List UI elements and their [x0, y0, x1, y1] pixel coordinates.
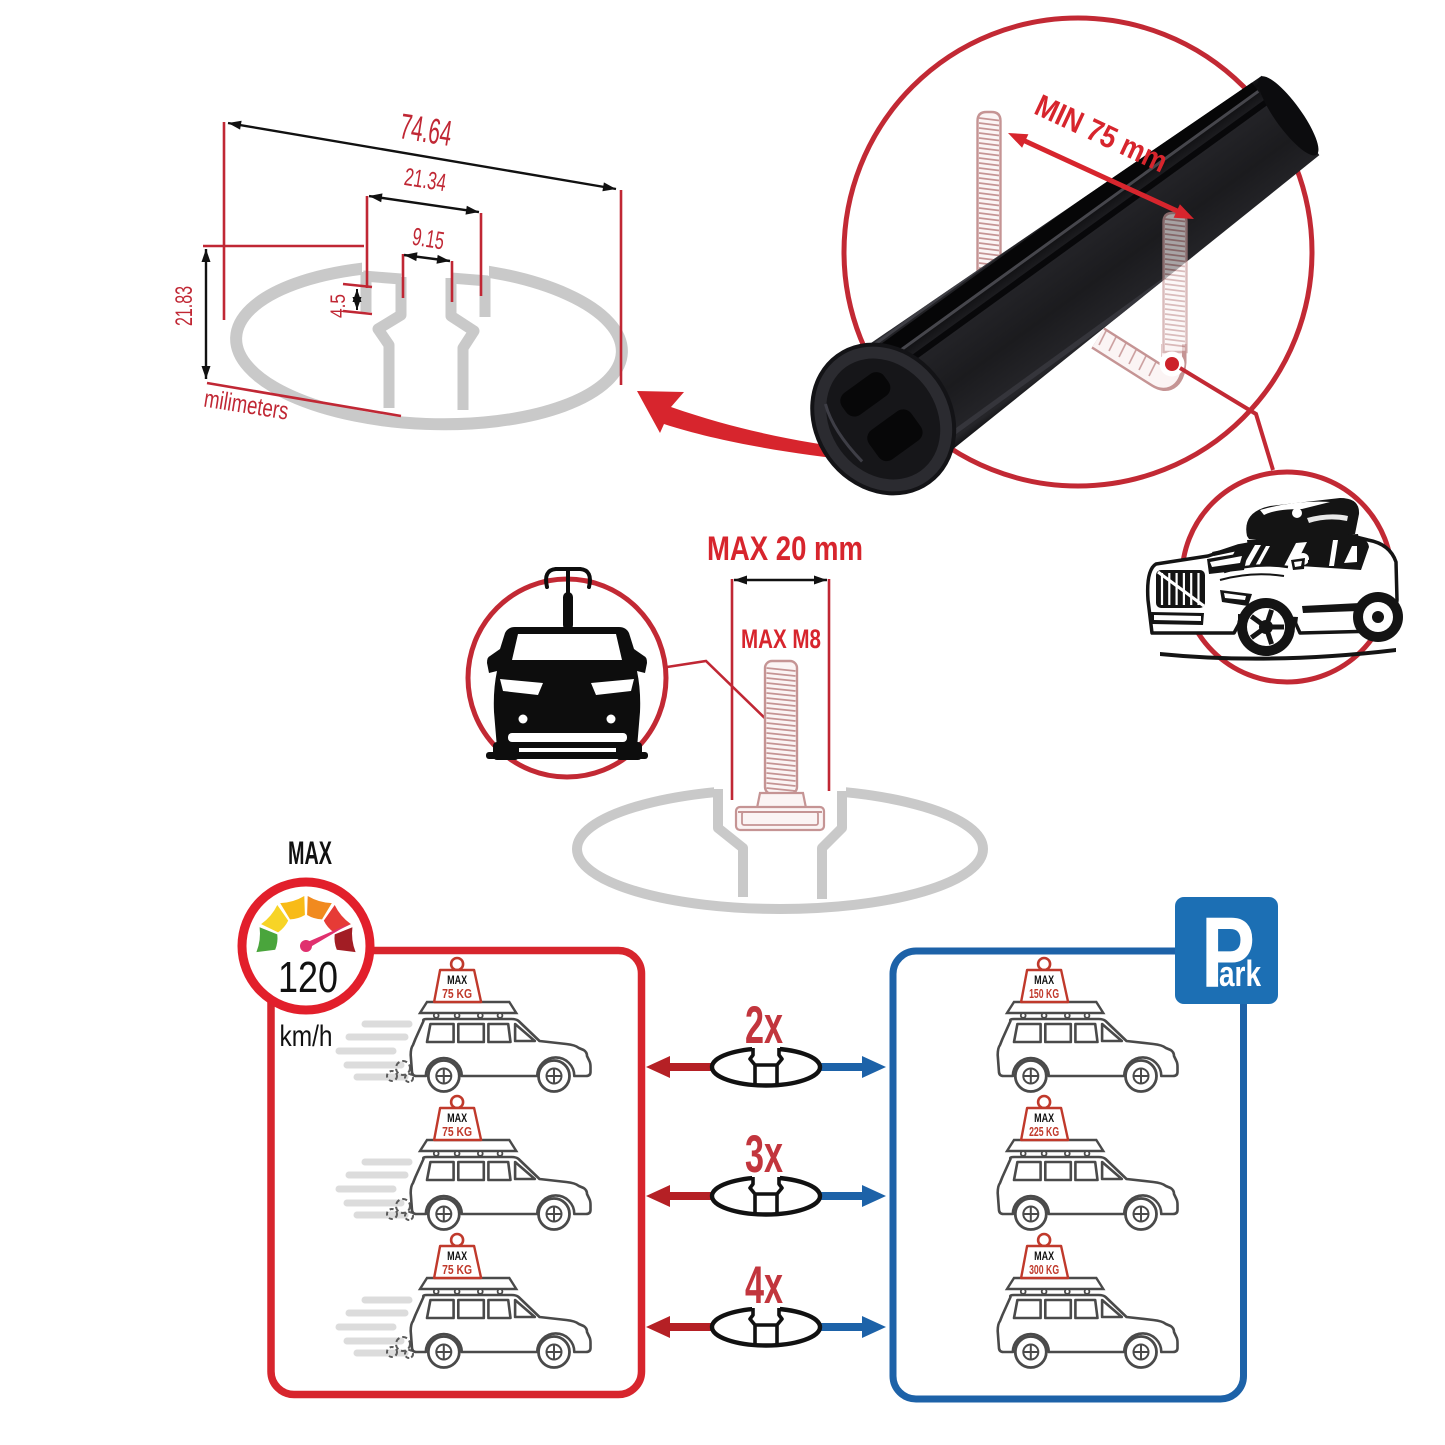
svg-text:MAX: MAX [288, 835, 332, 871]
svg-text:150 KG: 150 KG [1029, 986, 1059, 1001]
svg-text:ark: ark [1219, 953, 1262, 994]
svg-text:4.5: 4.5 [327, 294, 350, 318]
svg-text:MAX: MAX [1034, 1111, 1054, 1125]
svg-text:74.64: 74.64 [397, 105, 455, 154]
svg-text:MAX M8: MAX M8 [741, 624, 821, 654]
svg-text:75 KG: 75 KG [442, 986, 472, 1001]
svg-text:21.34: 21.34 [402, 163, 448, 197]
svg-text:300 KG: 300 KG [1029, 1262, 1059, 1277]
svg-text:MAX: MAX [1034, 1249, 1054, 1263]
svg-text:MAX: MAX [447, 973, 467, 987]
svg-text:75 KG: 75 KG [442, 1124, 472, 1139]
svg-text:75 KG: 75 KG [442, 1262, 472, 1277]
svg-text:MAX 20 mm: MAX 20 mm [707, 530, 863, 568]
svg-text:P: P [1201, 897, 1255, 1009]
svg-text:120: 120 [278, 953, 338, 1002]
svg-text:MAX: MAX [447, 1111, 467, 1125]
svg-text:21.83: 21.83 [171, 286, 198, 326]
svg-text:MAX: MAX [1034, 973, 1054, 987]
svg-text:225 KG: 225 KG [1029, 1124, 1059, 1139]
svg-text:MAX: MAX [447, 1249, 467, 1263]
svg-text:9.15: 9.15 [410, 223, 446, 256]
svg-text:km/h: km/h [280, 1020, 333, 1053]
